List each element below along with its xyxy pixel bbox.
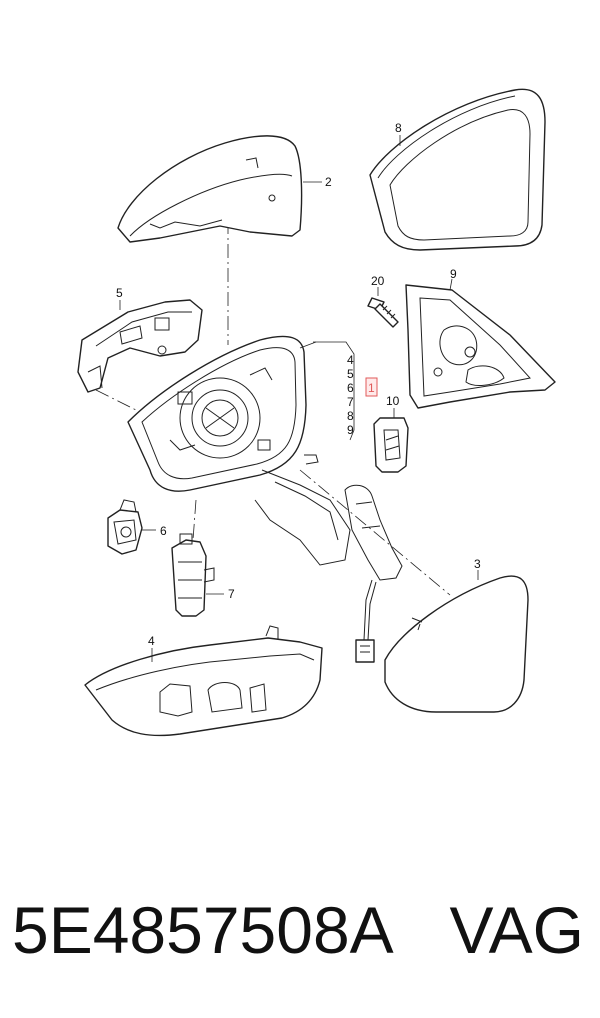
group-ref-highlight-box — [365, 377, 378, 397]
group-item-5: 5 — [347, 367, 354, 381]
part-number: 5E4857508A — [12, 893, 394, 967]
cover-cap-part — [117, 135, 303, 243]
lower-housing-label: 4 — [148, 634, 155, 648]
screw-part — [367, 297, 399, 328]
group-item-8: 8 — [347, 409, 354, 423]
turn-signal-label: 10 — [386, 394, 400, 408]
actuator-label: 7 — [228, 587, 235, 601]
footer: 5E4857508A VAG — [0, 892, 600, 982]
screw-label: 20 — [371, 274, 385, 288]
group-item-9: 9 — [347, 423, 354, 437]
turn-signal-part — [373, 417, 409, 473]
mirror-glass-top-label: 8 — [395, 121, 402, 135]
motor-part — [107, 499, 143, 555]
bracket-part — [77, 299, 203, 393]
group-item-6: 6 — [347, 381, 354, 395]
backing-plate-label: 9 — [450, 267, 457, 281]
group-item-7: 7 — [347, 395, 354, 409]
group-item-4: 4 — [347, 353, 354, 367]
mirror-glass-label: 3 — [474, 557, 481, 571]
mirror-glass-part — [384, 575, 529, 713]
exploded-parts-diagram: 2 8 5 20 9 4 5 6 7 8 9 1 — [77, 88, 556, 737]
cover-cap-label: 2 — [325, 175, 332, 189]
lower-housing-part — [84, 625, 323, 737]
motor-label: 6 — [160, 524, 167, 538]
main-housing-leader — [299, 341, 317, 349]
actuator-part — [171, 533, 215, 617]
alignment-line-glass — [299, 469, 451, 596]
backing-plate-part — [405, 284, 556, 409]
brand-name: VAG — [449, 893, 584, 967]
bracket-label: 5 — [116, 286, 123, 300]
main-housing-part — [127, 335, 403, 663]
alignment-line-bracket — [95, 389, 141, 413]
group-ref-label: 1 — [368, 381, 375, 395]
alignment-line-lower — [192, 499, 197, 541]
group-bracket-line — [313, 341, 355, 441]
mirror-glass-top-part — [369, 88, 546, 251]
